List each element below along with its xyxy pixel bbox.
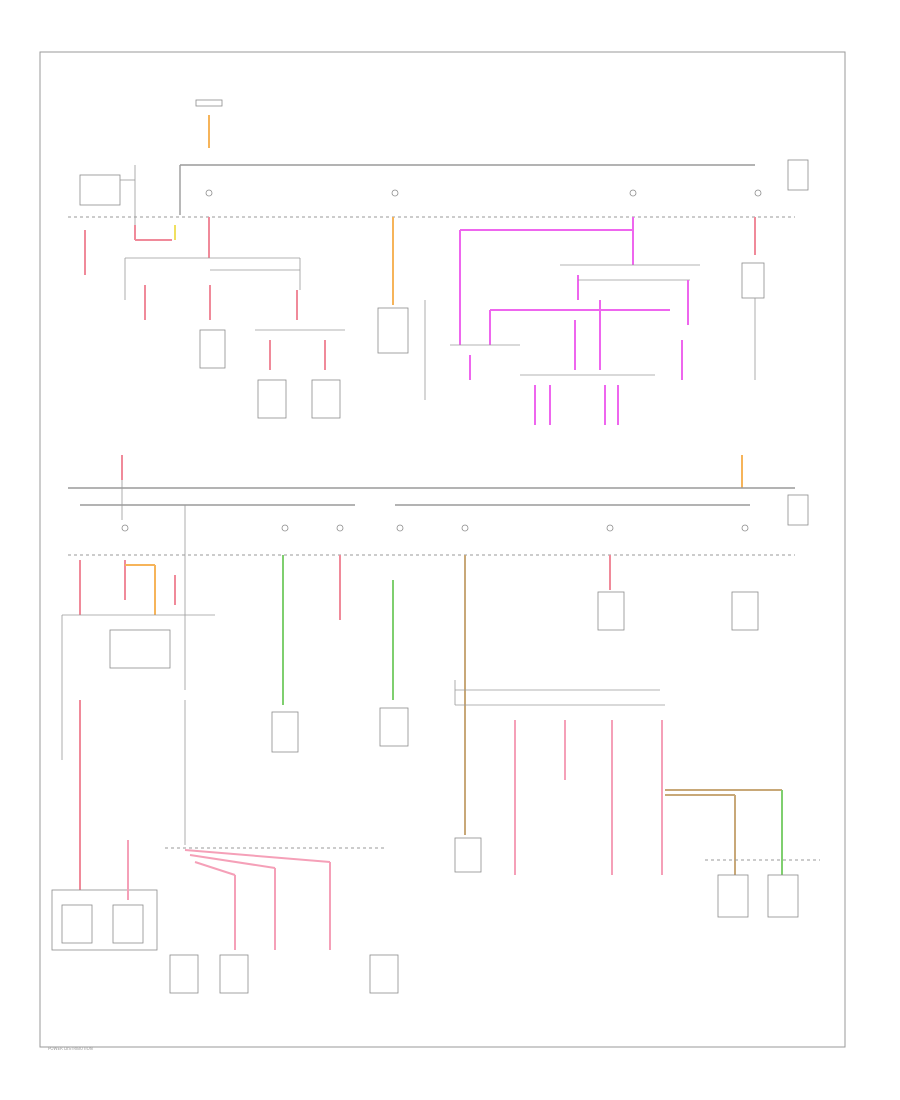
top-left-relay <box>79 165 176 241</box>
mid-fuses <box>121 524 749 532</box>
top-fuse-block-label <box>787 159 809 191</box>
top-fuses <box>205 189 762 197</box>
top-circuit-4 <box>741 217 765 380</box>
mid-circuit-green <box>271 555 299 753</box>
top-source-connector <box>195 99 223 148</box>
bottom-fan-out <box>165 847 399 994</box>
bottom-right-module <box>705 859 820 918</box>
mid-right-components <box>597 555 759 631</box>
top-circuit-2 <box>377 217 426 400</box>
bottom-left-module <box>51 840 158 951</box>
mid-circuit-left <box>61 505 215 890</box>
diagram-frame <box>39 51 846 1048</box>
mid-circuit-tan <box>454 555 665 873</box>
top-circuit-3 <box>450 217 700 425</box>
mid-fuse-block-label <box>787 494 809 526</box>
top-circuit-1 <box>124 217 345 419</box>
page-label: POWER DISTRIBUTION <box>48 1046 93 1051</box>
mid-branches <box>514 720 783 875</box>
mid-circuit-lightgreen <box>379 580 409 747</box>
